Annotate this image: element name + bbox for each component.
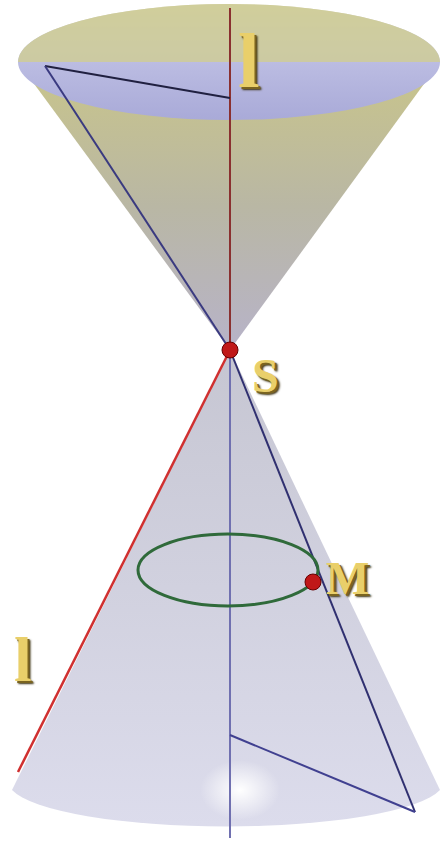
vertex-label: S bbox=[252, 352, 279, 400]
generator-label: l bbox=[14, 628, 32, 692]
point-label: M bbox=[326, 556, 369, 602]
axis-label: l bbox=[238, 22, 260, 100]
